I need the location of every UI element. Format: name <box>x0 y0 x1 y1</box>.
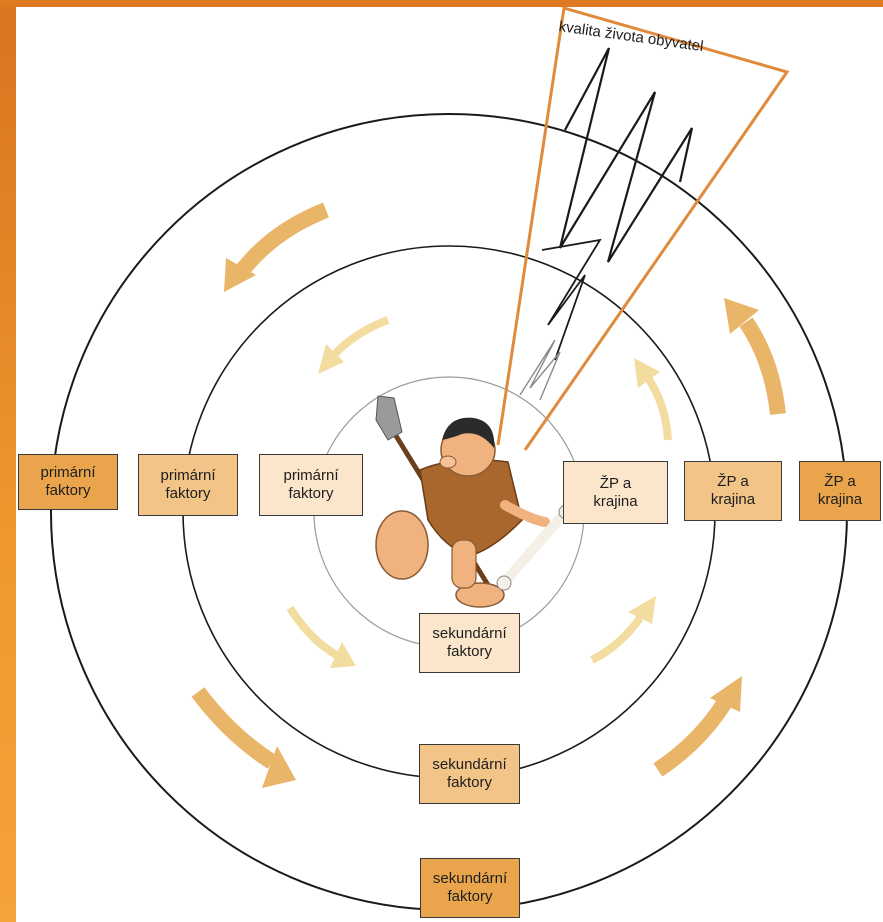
outer-environment-box: ŽP a krajina <box>799 461 881 521</box>
inner-environment-box: ŽP a krajina <box>563 461 668 524</box>
caveman-hair <box>442 417 495 448</box>
arrow-middle-bottom-right-shaft <box>590 615 644 664</box>
arrow-outer-top-right-shaft <box>739 317 786 415</box>
spear-tip <box>375 395 403 441</box>
arrow-outer-top-left-shaft <box>231 202 329 281</box>
arrow-middle-bottom-right-head <box>628 596 656 624</box>
bone-end-bottom <box>496 575 512 591</box>
quality-line-inner <box>519 339 561 401</box>
bone-shaft <box>503 511 567 583</box>
arrow-middle-top-right-head <box>634 358 660 388</box>
arrow-outer-top-left-head <box>224 258 256 292</box>
outer-secondary-factors-box: sekundární faktory <box>420 858 520 918</box>
arrow-outer-bottom-right-head <box>710 676 742 712</box>
middle-environment-box: ŽP a krajina <box>684 461 782 521</box>
caveman-nose <box>439 455 457 469</box>
arrow-middle-bottom-left-head <box>330 642 356 668</box>
middle-primary-factors-box: primární faktory <box>138 454 238 516</box>
arrow-outer-bottom-right-shaft <box>653 697 732 777</box>
arrow-outer-bottom-left-head <box>262 746 296 788</box>
caveman-left-foot <box>375 510 429 580</box>
arrow-middle-top-left-head <box>318 344 344 374</box>
arrow-outer-top-right-head <box>724 298 759 334</box>
inner-secondary-factors-box: sekundární faktory <box>419 613 520 673</box>
slide-frame-left <box>0 0 16 922</box>
quality-line-outer <box>558 47 694 263</box>
caveman-icon <box>375 395 574 608</box>
caveman-leg <box>451 539 477 589</box>
arrow-middle-bottom-left-shaft <box>286 605 341 660</box>
arrow-middle-top-right-shaft <box>644 375 672 441</box>
quality-of-life-wedge <box>496 6 790 451</box>
slide-frame-top <box>0 0 883 7</box>
caveman-right-foot <box>455 582 505 608</box>
inner-primary-factors-box: primární faktory <box>259 454 363 516</box>
arrow-outer-bottom-left-shaft <box>191 687 277 769</box>
outer-primary-factors-box: primární faktory <box>18 454 118 510</box>
arrow-middle-top-left-shaft <box>330 316 390 359</box>
middle-secondary-factors-box: sekundární faktory <box>419 744 520 804</box>
caveman-arm <box>500 500 550 527</box>
quality-line-middle <box>541 238 602 361</box>
